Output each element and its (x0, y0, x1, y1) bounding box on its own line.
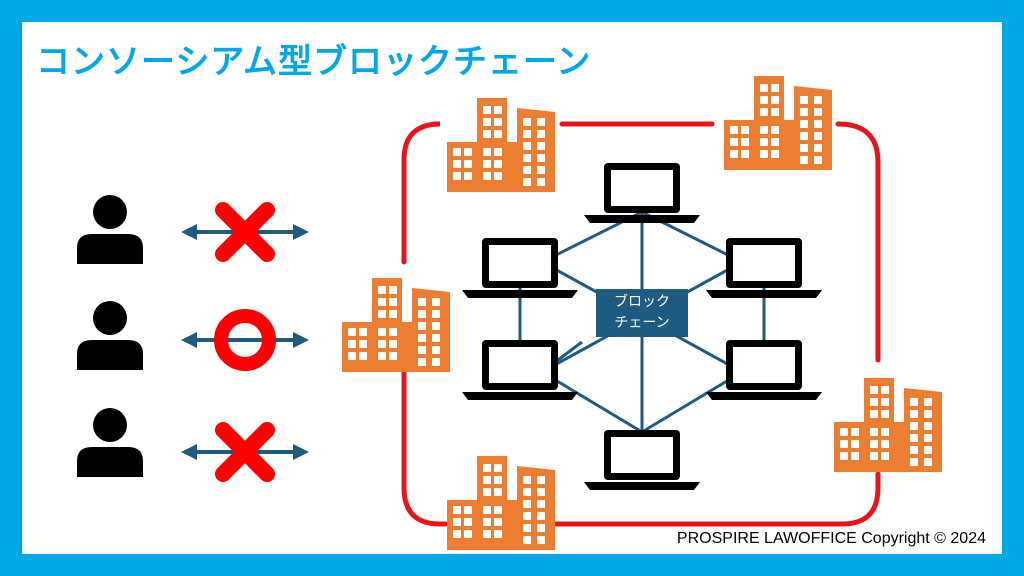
building-icon (724, 76, 832, 170)
blockchain-label-line2: チェーン (614, 315, 670, 331)
user-row-2 (77, 301, 311, 371)
user-row-3 (77, 408, 311, 477)
blockchain-label: ブロック チェーン (596, 289, 688, 337)
laptop-icon (584, 430, 700, 490)
laptop-icon (462, 340, 578, 400)
consortium-boundary (401, 121, 881, 527)
slide: コンソーシアム型ブロックチェーン (22, 22, 1002, 554)
building-icon (447, 98, 555, 192)
double-arrow-icon (179, 330, 311, 350)
circle-icon (214, 309, 276, 371)
building-icon (834, 378, 942, 472)
building-icon (342, 278, 450, 372)
consortium-diagram (77, 76, 942, 550)
person-icon (77, 301, 143, 370)
blockchain-label-line1: ブロック (614, 294, 670, 310)
user-row-1 (77, 195, 311, 264)
building-icon (447, 456, 555, 550)
page-title: コンソーシアム型ブロックチェーン (36, 42, 592, 82)
person-icon (77, 195, 143, 264)
copyright-text: PROSPIRE LAWOFFICE Copyright © 2024 (676, 530, 986, 547)
laptop-icon (706, 340, 822, 400)
person-icon (77, 408, 143, 477)
